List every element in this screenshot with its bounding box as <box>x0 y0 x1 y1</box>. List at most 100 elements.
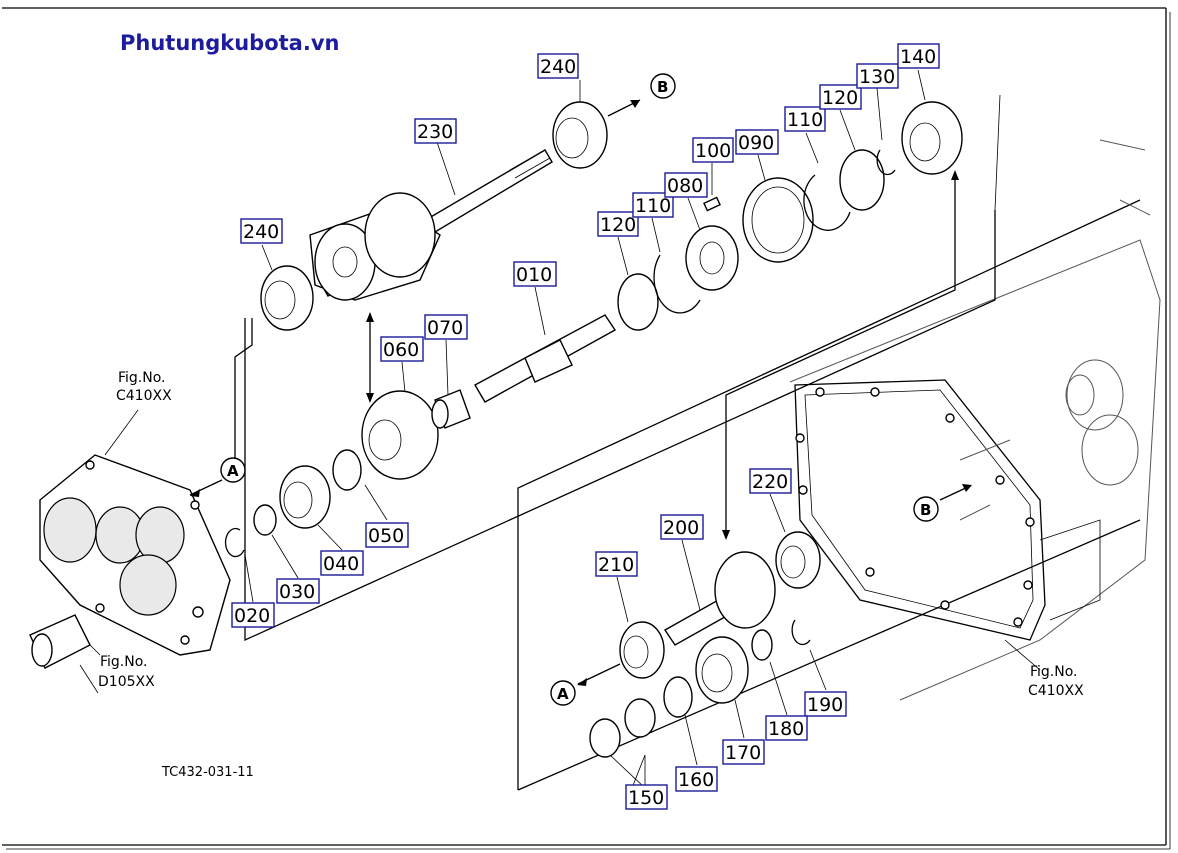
spring-110-left <box>653 254 701 314</box>
ref-marker-b-housing: B <box>913 496 939 522</box>
shaft-010 <box>474 314 617 403</box>
svg-text:070: 070 <box>427 317 463 339</box>
sleeve-090 <box>742 177 814 263</box>
svg-text:060: 060 <box>383 339 419 361</box>
ref-marker-b-upper: B <box>650 73 676 99</box>
gear-060 <box>361 390 439 480</box>
svg-text:150: 150 <box>628 787 664 809</box>
callout-190: 190 <box>804 691 847 717</box>
callout-120-right: 120 <box>819 84 862 110</box>
upper-assembly-outline <box>244 210 996 642</box>
circlip-190 <box>791 619 811 646</box>
svg-text:170: 170 <box>725 742 761 764</box>
key-100 <box>703 196 721 212</box>
svg-text:180: 180 <box>768 718 804 740</box>
svg-text:230: 230 <box>417 121 453 143</box>
synchro-ring-120-right <box>839 149 885 211</box>
svg-text:080: 080 <box>667 175 703 197</box>
svg-text:020: 020 <box>234 605 270 627</box>
svg-text:200: 200 <box>663 517 699 539</box>
callout-210: 210 <box>595 551 638 577</box>
svg-text:B: B <box>657 78 668 96</box>
callout-240-upper: 240 <box>537 53 579 79</box>
sleeve-part <box>29 614 101 669</box>
callout-170: 170 <box>722 739 765 765</box>
svg-text:B: B <box>920 501 931 519</box>
svg-text:130: 130 <box>859 66 895 88</box>
callout-220: 220 <box>749 468 792 494</box>
callout-130: 130 <box>856 63 899 89</box>
svg-text:240: 240 <box>540 56 576 78</box>
svg-text:110: 110 <box>635 195 671 217</box>
callout-240-lower: 240 <box>240 218 283 244</box>
bearing-210 <box>619 621 665 679</box>
shaft-200 <box>663 551 776 646</box>
connector-lines <box>79 69 1041 789</box>
bearing-240-upper <box>552 101 608 169</box>
svg-text:160: 160 <box>678 769 714 791</box>
svg-text:110: 110 <box>787 109 823 131</box>
callout-230: 230 <box>414 118 457 144</box>
bearing-040 <box>279 465 331 529</box>
spacer-160 <box>663 676 693 718</box>
front-plate <box>39 454 231 656</box>
svg-text:010: 010 <box>516 264 552 286</box>
callout-010: 010 <box>513 261 557 287</box>
svg-text:220: 220 <box>752 471 788 493</box>
fig-ref-c410xx-right: Fig.No. C410XX <box>1028 664 1084 699</box>
bearing-070 <box>431 389 471 429</box>
svg-text:240: 240 <box>243 221 279 243</box>
callout-140: 140 <box>897 43 940 69</box>
svg-text:Fig.No.: Fig.No. <box>100 654 148 670</box>
callout-labels: 240 230 240 010 120 110 080 100 090 110 … <box>231 43 940 810</box>
synchro-ring-120-left <box>617 273 659 331</box>
spring-110-right <box>803 174 851 231</box>
washer-180 <box>751 629 773 661</box>
svg-text:C410XX: C410XX <box>1028 683 1084 699</box>
svg-text:030: 030 <box>279 581 315 603</box>
callout-040: 040 <box>320 550 364 576</box>
svg-text:210: 210 <box>598 554 634 576</box>
svg-text:100: 100 <box>695 140 731 162</box>
svg-text:040: 040 <box>323 553 359 575</box>
callout-070: 070 <box>424 314 468 340</box>
svg-text:A: A <box>557 685 569 703</box>
bearing-240-lower <box>260 265 314 331</box>
washer-030 <box>253 504 277 536</box>
svg-text:Fig.No.: Fig.No. <box>118 370 166 386</box>
svg-text:120: 120 <box>822 87 858 109</box>
ref-marker-a-left: A <box>220 457 246 483</box>
bearing-150 <box>589 698 656 758</box>
svg-text:050: 050 <box>368 525 404 547</box>
callout-020: 020 <box>231 602 275 628</box>
drawing-code: TC432-031-11 <box>161 765 254 780</box>
callout-080: 080 <box>664 172 708 198</box>
svg-text:120: 120 <box>600 214 636 236</box>
page-frame <box>2 7 1171 850</box>
hub-080 <box>685 225 739 291</box>
gear-cluster-upper <box>309 192 441 301</box>
callout-180: 180 <box>765 715 808 741</box>
bearing-220 <box>775 531 821 589</box>
circlip-020 <box>224 527 245 558</box>
circlip-130 <box>876 149 896 176</box>
callout-060: 060 <box>380 336 424 362</box>
transmission-housing <box>517 139 1161 791</box>
ref-marker-a-lower: A <box>550 680 576 706</box>
callout-110-right: 110 <box>784 106 826 132</box>
svg-text:190: 190 <box>807 694 843 716</box>
callout-150: 150 <box>625 784 668 810</box>
fig-ref-c410xx-left: Fig.No. C410XX <box>116 370 172 404</box>
callout-120-left: 120 <box>597 211 639 237</box>
callout-030: 030 <box>276 578 320 604</box>
svg-text:D105XX: D105XX <box>98 674 155 690</box>
svg-text:Fig.No.: Fig.No. <box>1030 664 1078 680</box>
callout-090: 090 <box>735 129 779 155</box>
svg-text:C410XX: C410XX <box>116 388 172 404</box>
callout-200: 200 <box>660 514 704 540</box>
collar-050 <box>332 449 362 491</box>
fig-ref-d105xx: Fig.No. D105XX <box>98 654 155 690</box>
callout-050: 050 <box>365 522 409 548</box>
bearing-170 <box>695 636 749 704</box>
